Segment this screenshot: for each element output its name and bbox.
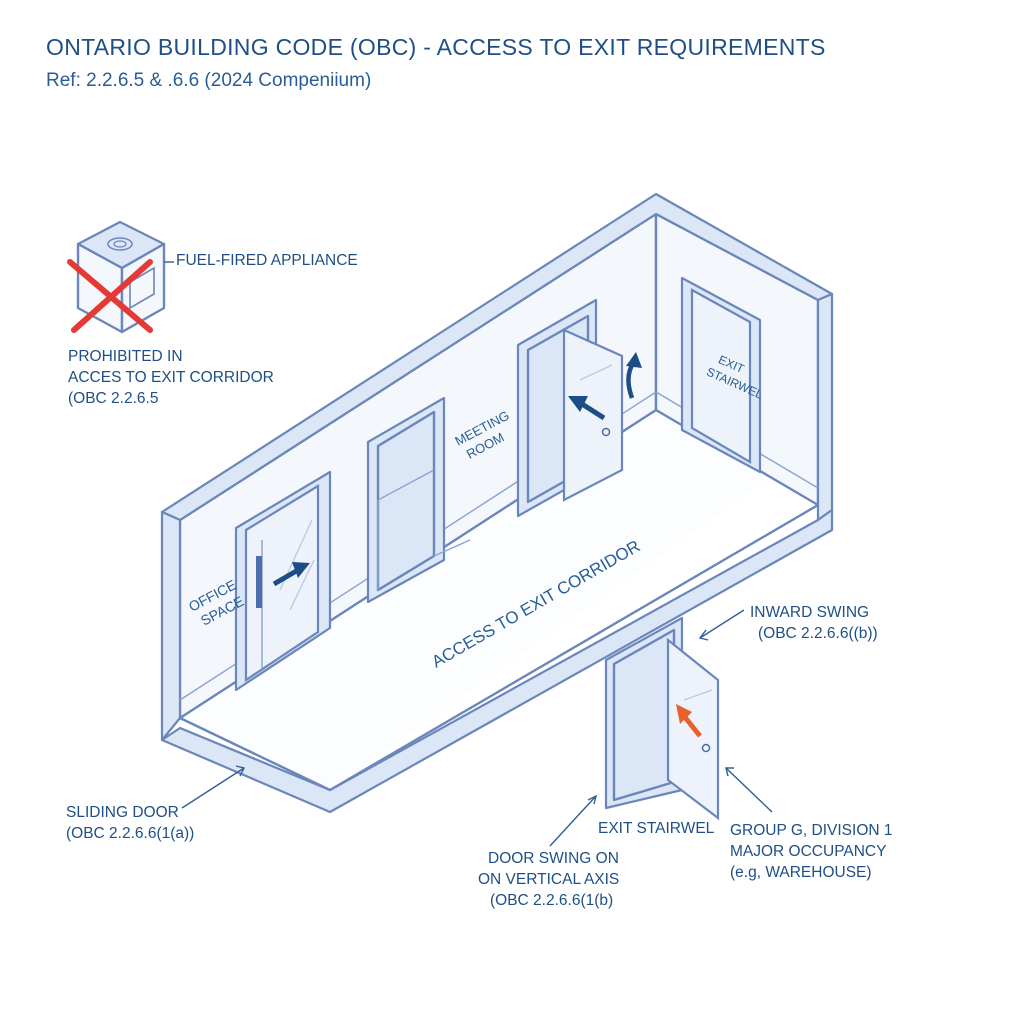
inward-arrow-icon [676, 704, 702, 738]
inward-swing-leader [698, 609, 745, 641]
push-arrow-icon [568, 396, 606, 421]
meeting-room-opening [366, 396, 471, 604]
inward-swing-label: INWARD SWING (OBC 2.2.6.6((b)) [750, 604, 878, 642]
swing-curve-arrow-icon [626, 352, 642, 399]
red-x-icon [67, 259, 153, 333]
sliding-arrow-icon [272, 562, 310, 587]
front-floor-edge [160, 508, 834, 814]
vertical-axis-label: DOOR SWING ON ON VERTICAL AXIS (OBC 2.2.… [478, 850, 620, 909]
sliding-door-leader [181, 765, 246, 809]
fuel-appliance-label: FUEL-FIRED APPLIANCE [176, 252, 358, 269]
exit-stairwell-door[interactable] [680, 276, 762, 474]
page-subtitle: Ref: 2.2.6.5 & .6.6 (2024 Compeniium) [46, 70, 372, 91]
inward-swing-door[interactable] [516, 298, 624, 518]
end-wall-edge [816, 292, 834, 522]
page-title: ONTARIO BUILDING CODE (OBC) - ACCESS TO … [46, 34, 826, 60]
left-wall-edge [160, 510, 182, 742]
vertical-axis-leader [549, 794, 598, 847]
exit-stairwell-label: EXIT STAIRWEL [598, 820, 715, 837]
group-g-leader [725, 767, 773, 813]
sliding-door-label: SLIDING DOOR (OBC 2.2.6.6(1(a)) [66, 804, 195, 842]
group-g-label: GROUP G, DIVISION 1 MAJOR OCCUPANCY (e.g… [730, 822, 893, 881]
prohibited-label: PROHIBITED IN ACCES TO EXIT CORRIDOR (OB… [68, 348, 274, 407]
corridor-floor [180, 370, 780, 790]
